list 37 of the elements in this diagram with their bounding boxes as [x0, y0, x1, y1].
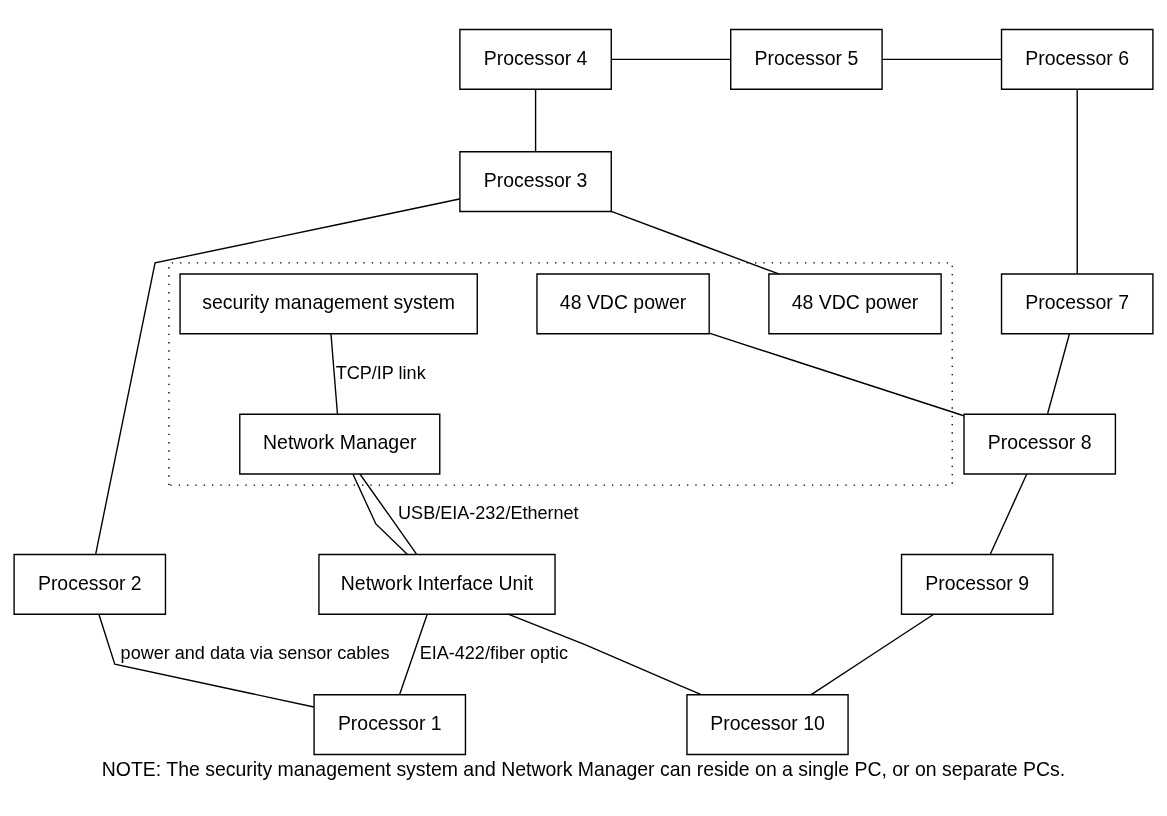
- node-box: Processor 7: [1000, 273, 1154, 335]
- connector: [610, 58, 732, 61]
- node-box: Processor 9: [900, 553, 1054, 615]
- node-box: Processor 3: [459, 151, 612, 213]
- connector: [810, 613, 935, 696]
- caption: NOTE: The security management system and Network Manager can reside on a single PC, or on separate PCs.: [101, 757, 1066, 780]
- node-box: Network Interface Unit: [318, 553, 556, 615]
- connector: [359, 473, 418, 555]
- node-box: security management system: [179, 273, 478, 335]
- connector: [881, 58, 1003, 61]
- connector: [534, 89, 537, 153]
- node-box: Processor 4: [459, 28, 612, 90]
- edge-label: EIA-422/fiber optic: [419, 643, 569, 664]
- node-box: Network Manager: [239, 413, 441, 475]
- edge-label: USB/EIA-232/Ethernet: [398, 502, 579, 523]
- connector: [507, 613, 702, 696]
- connector: [1046, 333, 1071, 415]
- node-box: 48 VDC power: [536, 273, 710, 335]
- connector: [708, 332, 965, 417]
- connector: [330, 333, 339, 415]
- node-box: Processor 6: [1000, 28, 1154, 90]
- connector: [352, 473, 409, 556]
- node-box: Processor 10: [686, 694, 849, 756]
- connector: [98, 613, 315, 708]
- node-box: Processor 5: [730, 28, 883, 90]
- edge-label: TCP/IP link: [335, 362, 426, 383]
- connector: [989, 473, 1028, 555]
- node-box: Processor 2: [13, 553, 167, 615]
- connector: [95, 198, 461, 555]
- node-box: 48 VDC power: [768, 273, 942, 335]
- node-box: Processor 1: [313, 694, 467, 756]
- connector: [399, 613, 428, 696]
- connector: [610, 210, 780, 275]
- edge-label: power and data via sensor cables: [120, 643, 390, 664]
- cluster: [168, 262, 953, 486]
- node-box: Processor 8: [963, 413, 1117, 475]
- connector: [1076, 88, 1078, 275]
